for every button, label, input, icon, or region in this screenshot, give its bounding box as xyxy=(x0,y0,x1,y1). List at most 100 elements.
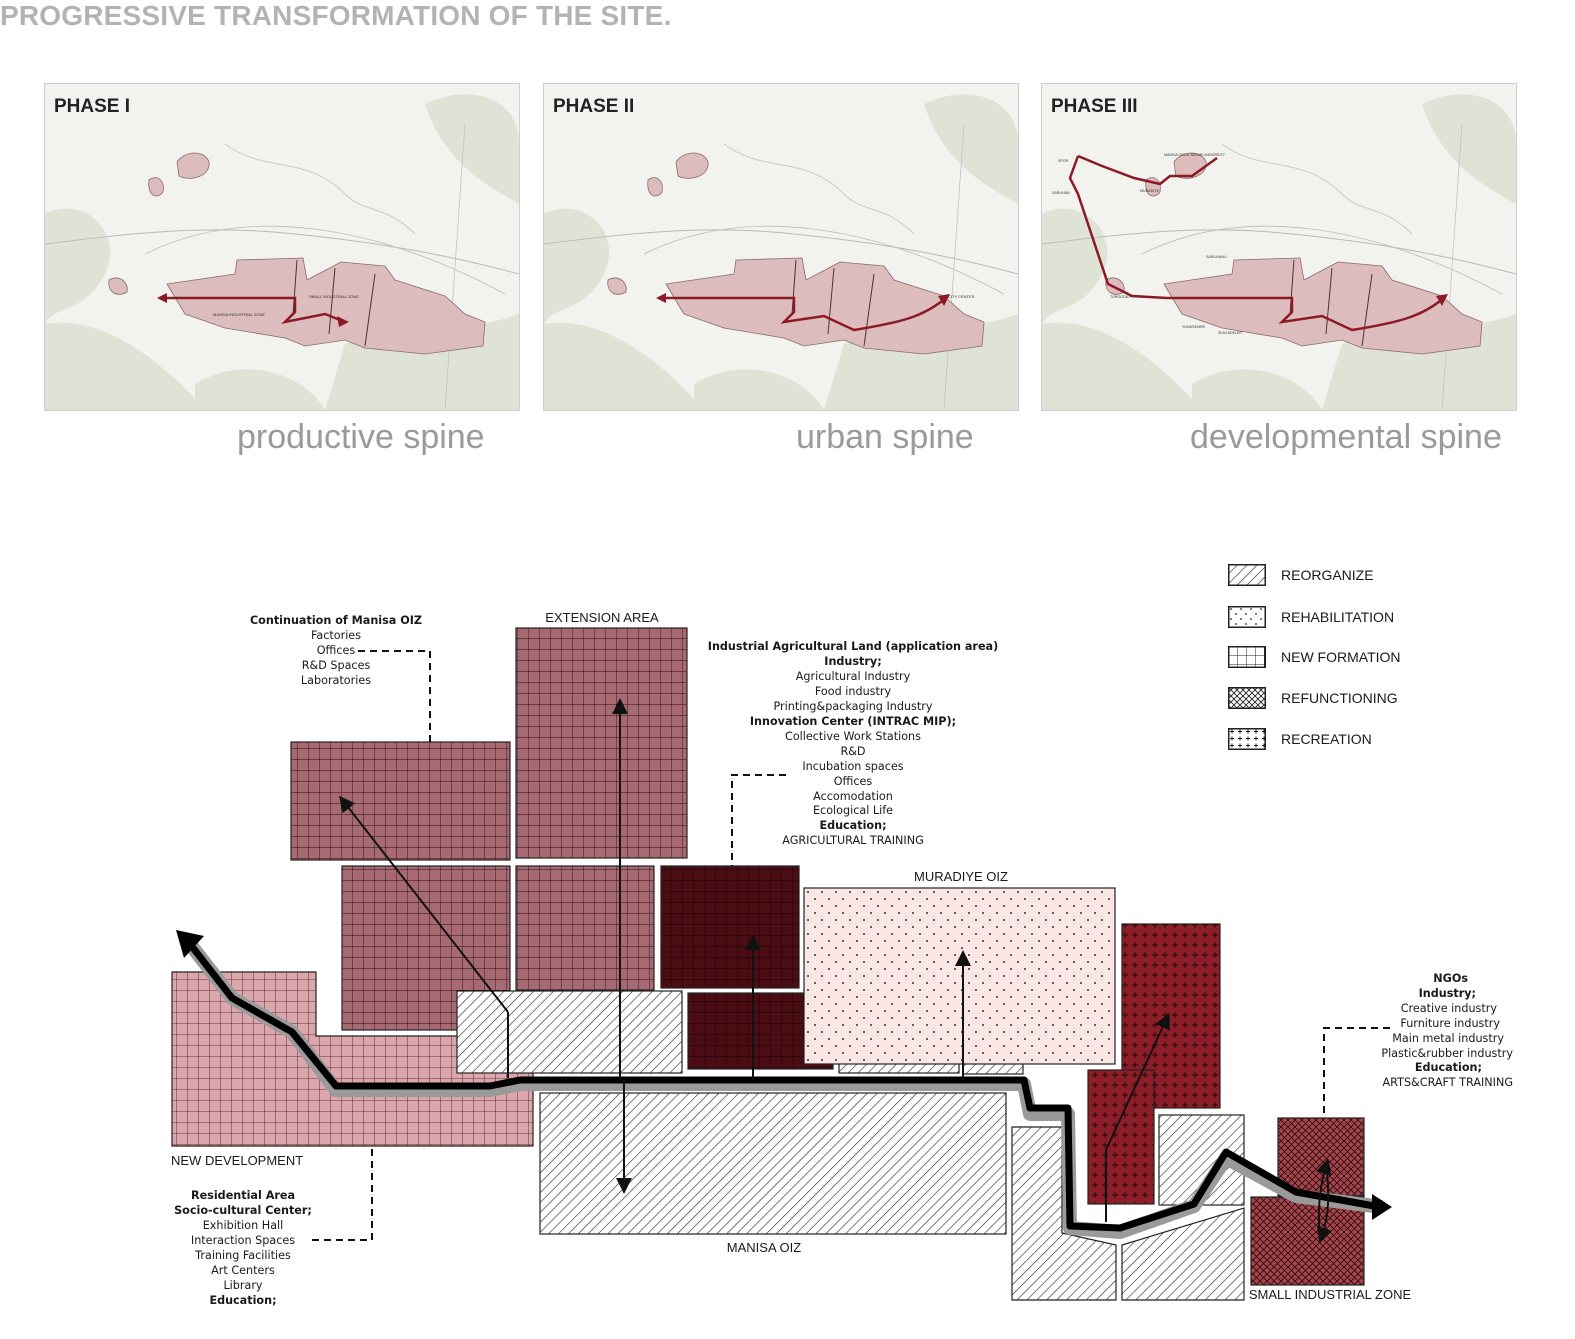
route-arrow-east xyxy=(1436,294,1448,306)
phase-3-map: MANISA CELAL BAYAR UNIVERSITY SPOR SARUH… xyxy=(1041,83,1517,411)
note-subheading: Industry; xyxy=(824,655,881,668)
continuation-block-upper xyxy=(290,741,511,861)
note-item: Ecological Life xyxy=(813,804,893,817)
note-subheading: Socio-cultural Center; xyxy=(174,1204,312,1217)
map-label-yunusemre: YUNUSEMRE xyxy=(1182,325,1206,329)
new-formation-swatch xyxy=(1228,646,1266,668)
road xyxy=(943,123,965,410)
note-item: Main metal industry xyxy=(1392,1032,1504,1045)
urban-spine-route xyxy=(660,296,947,332)
note-item: Laboratories xyxy=(301,674,371,687)
urban-footprint xyxy=(176,152,210,179)
note-subheading: Education; xyxy=(819,819,886,832)
urban-footprint xyxy=(108,277,128,295)
label-extension-area: EXTENSION AREA xyxy=(545,610,659,625)
urban-footprint xyxy=(647,177,663,197)
urban-footprint xyxy=(607,277,627,295)
note-subheading: Industry; xyxy=(1419,987,1476,1000)
industrial-agricultural-block xyxy=(660,865,800,989)
legend-rehabilitation: REHABILITATION xyxy=(1228,605,1394,629)
rehabilitation-swatch xyxy=(1228,606,1266,628)
label-manisa-oiz: MANISA OIZ xyxy=(727,1240,801,1255)
legend-refunctioning: REFUNCTIONING xyxy=(1228,686,1398,710)
note-item: R&D xyxy=(840,745,865,758)
muradiye-oiz-zone xyxy=(803,887,1116,1065)
phase-3-map-drawing: MANISA CELAL BAYAR UNIVERSITY SPOR SARUH… xyxy=(1042,84,1516,410)
hill-shading xyxy=(195,369,325,410)
map-label-manisa-industrial-zone: MANISA INDUSTRIAL ZONE xyxy=(213,312,265,317)
terrain xyxy=(544,84,1018,410)
note-subheading: Education; xyxy=(1415,1061,1482,1074)
map-label-spor: SPOR xyxy=(1058,159,1069,163)
map-label-saruhan: SARUHAN xyxy=(1052,191,1070,195)
refunctioning-swatch xyxy=(1228,687,1266,709)
urban-footprint xyxy=(166,257,486,355)
phase-2-map-drawing: CITY CENTER xyxy=(544,84,1018,410)
map-label-muradiye: MURADIYE xyxy=(1140,189,1160,193)
note-item: Creative industry xyxy=(1401,1002,1498,1015)
phase-1-label: PHASE I xyxy=(54,96,131,117)
map-label-city-center: CITY CENTER xyxy=(948,294,975,299)
district-boundary xyxy=(292,259,376,347)
note-heading: Continuation of Manisa OIZ xyxy=(250,614,422,627)
leader-ngos xyxy=(1323,1027,1390,1118)
hill-shading xyxy=(425,94,519,204)
note-item: R&D Spaces xyxy=(302,659,371,672)
small-industrial-block-lower xyxy=(1250,1196,1365,1286)
ring-road xyxy=(643,225,1005,295)
note-subheading: Education; xyxy=(209,1294,276,1307)
map-label-sehzadeler: SEHZADELER xyxy=(1218,331,1242,335)
legend-label: REFUNCTIONING xyxy=(1281,690,1398,706)
phase-1-map-drawing: MANISA INDUSTRIAL ZONE SMALL INDUSTRIAL … xyxy=(45,84,519,410)
map-label-turgutalp: TURGUTALP xyxy=(1110,295,1132,299)
district-boundary xyxy=(791,259,875,347)
leader-industrial xyxy=(731,774,786,866)
road xyxy=(1042,229,1516,275)
map-label-university: MANISA CELAL BAYAR UNIVERSITY xyxy=(1164,153,1226,157)
note-item: Food industry xyxy=(815,685,892,698)
note-item: Incubation spaces xyxy=(802,760,903,773)
note-item: Offices xyxy=(317,644,356,657)
road xyxy=(45,229,519,275)
note-heading: NGOs xyxy=(1433,972,1468,985)
main-spine xyxy=(187,941,1381,1232)
note-item: Art Centers xyxy=(211,1264,275,1277)
hill-shading xyxy=(1422,94,1516,204)
reorganize-block-1 xyxy=(456,990,683,1074)
route-arrow-east xyxy=(337,316,349,327)
note-continuation: Continuation of Manisa OIZ Factories Off… xyxy=(250,614,422,687)
note-item: Offices xyxy=(834,775,873,788)
label-new-development: NEW DEVELOPMENT xyxy=(171,1153,303,1168)
phase-2-label: PHASE II xyxy=(553,96,635,117)
road xyxy=(444,123,466,410)
phase-1-map: MANISA INDUSTRIAL ZONE SMALL INDUSTRIAL … xyxy=(44,83,520,411)
note-item: Printing&packaging Industry xyxy=(774,700,933,713)
hill-shading xyxy=(1192,369,1322,410)
legend-label: RECREATION xyxy=(1281,731,1372,747)
label-muradiye-oiz: MURADIYE OIZ xyxy=(914,869,1008,884)
route-arrow-east xyxy=(938,294,950,306)
legend-reorganize: REORGANIZE xyxy=(1228,563,1374,587)
note-industrial: Industrial Agricultural Land (applicatio… xyxy=(708,640,998,847)
site-zoning-diagram: EXTENSION AREA MURADIYE OIZ NEW DEVELOPM… xyxy=(171,610,1513,1307)
note-item: Training Facilities xyxy=(194,1249,291,1262)
phase-2-map: CITY CENTER PHASE II xyxy=(543,83,1019,411)
arrow-small-industrial-down xyxy=(1316,1165,1333,1244)
page-title: PROGRESSIVE TRANSFORMATION OF THE SITE. xyxy=(0,0,672,31)
note-item: Accomodation xyxy=(813,790,893,803)
note-item: Collective Work Stations xyxy=(785,730,921,743)
legend-label: REHABILITATION xyxy=(1281,609,1395,625)
road xyxy=(544,229,1018,275)
extension-area-block xyxy=(515,627,688,859)
phase-3-label: PHASE III xyxy=(1051,96,1138,117)
ring-road xyxy=(144,225,506,295)
hill-shading xyxy=(924,94,1018,204)
arrow-continuation-diagonal xyxy=(339,795,509,1013)
map-label-small-industrial-zone: SMALL INDUSTRIAL ZONE xyxy=(309,294,359,299)
hill-shading xyxy=(45,208,111,324)
note-item: Factories xyxy=(311,629,361,642)
developmental-spine-route xyxy=(1068,155,1445,332)
terrain xyxy=(45,84,519,410)
phase-3-caption: developmental spine xyxy=(1190,418,1502,456)
river xyxy=(723,143,915,235)
